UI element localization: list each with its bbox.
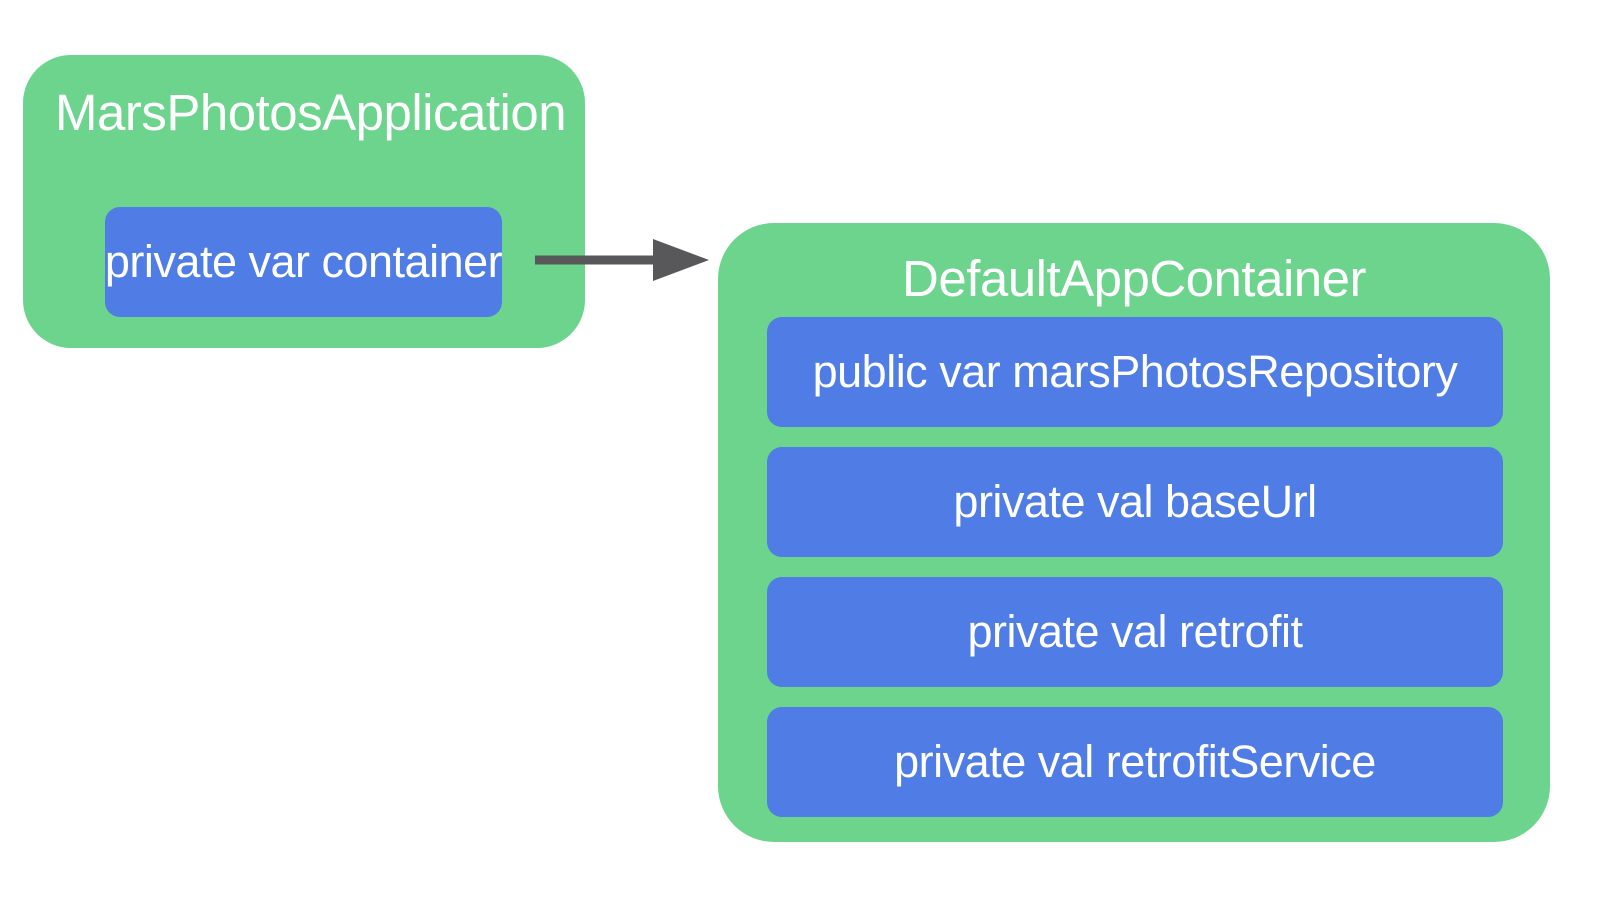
- class-box-defaultappcontainer: DefaultAppContainer public var marsPhoto…: [718, 223, 1550, 842]
- class-title-defaultappcontainer: DefaultAppContainer: [902, 250, 1366, 307]
- arrow-head: [653, 239, 709, 281]
- field-private-var-container: private var container: [105, 207, 503, 317]
- field-private-val-retrofitservice: private val retrofitService: [767, 707, 1503, 817]
- class-title-marsphotosapplication: MarsPhotosApplication: [55, 84, 567, 141]
- dependency-arrow-icon: [535, 239, 709, 281]
- field-private-val-baseurl: private val baseUrl: [767, 447, 1503, 557]
- class-box-marsphotosapplication: MarsPhotosApplication private var contai…: [23, 55, 585, 348]
- field-public-var-marsphotosrepository: public var marsPhotosRepository: [767, 317, 1503, 427]
- field-private-val-retrofit: private val retrofit: [767, 577, 1503, 687]
